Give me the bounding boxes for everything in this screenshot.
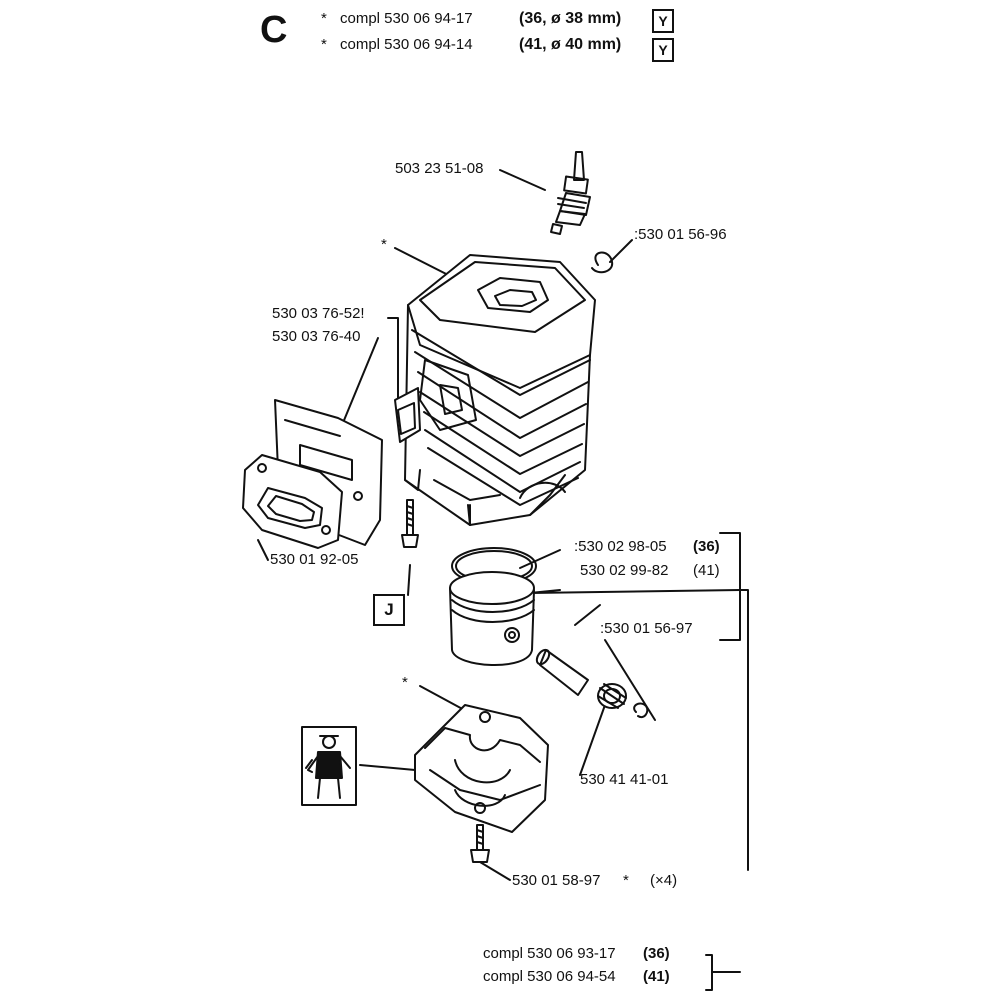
cylinder-drawing: [405, 255, 595, 525]
label-cylinder-marker: *: [381, 236, 387, 253]
circlip-drawing: [634, 704, 647, 718]
piston-drawing: [450, 572, 534, 665]
label-circlip: :530 01 56-97: [600, 620, 693, 637]
label-ring-41: 530 02 99-82: [580, 562, 669, 579]
label-crankcase-marker: *: [402, 674, 408, 691]
clip-top-drawing: [592, 253, 612, 273]
header-kit-1-badge: Y: [652, 9, 674, 33]
header-kit-2-spec: (41, ø 40 mm): [519, 36, 622, 53]
label-gasket-a: 530 03 76-52!: [272, 305, 365, 322]
label-spark-plug: 503 23 51-08: [395, 160, 484, 177]
footer-kit-2-size: (41): [643, 968, 670, 985]
footer-kit-2-number: compl 530 06 94-54: [483, 968, 616, 985]
label-bearing: 530 41 41-01: [580, 771, 669, 788]
label-muffler-gasket: 530 01 92-05: [270, 551, 359, 568]
label-ring-41-size: (41): [693, 562, 720, 579]
mechanic-symbol: [302, 727, 356, 805]
crankcase-drawing: [415, 705, 548, 832]
label-ring-36: :530 02 98-05: [574, 538, 667, 555]
label-clip-top: :530 01 56-96: [634, 226, 727, 243]
piston-pin-drawing: [534, 648, 588, 695]
footer-kit-1-size: (36): [643, 945, 670, 962]
header-kit-2-number: compl 530 06 94-14: [340, 36, 473, 53]
label-screw: 530 01 58-97: [512, 872, 601, 889]
header-kit-1-spec: (36, ø 38 mm): [519, 10, 622, 27]
j-reference-box: J: [373, 594, 405, 626]
header-kit-1-number: compl 530 06 94-17: [340, 10, 473, 27]
header-kit-2-badge: Y: [652, 38, 674, 62]
label-screw-qty: (×4): [650, 872, 678, 889]
crankcase-screw-drawing: [471, 825, 489, 862]
label-gasket-b: 530 03 76-40: [272, 328, 361, 345]
muffler-gasket-drawing: [243, 455, 342, 548]
spark-plug-drawing: [551, 152, 590, 234]
cylinder-screw-drawing: [402, 500, 418, 547]
leader-lines: [258, 170, 748, 990]
header-kit-2-prefix: *: [321, 36, 327, 53]
needle-bearing-drawing: [598, 684, 626, 708]
header-kit-1-prefix: *: [321, 10, 327, 27]
label-screw-marker: *: [623, 872, 629, 889]
section-letter: C: [260, 9, 288, 51]
footer-kit-1-number: compl 530 06 93-17: [483, 945, 616, 962]
intake-boot-drawing: [395, 388, 420, 442]
label-ring-36-size: (36): [693, 538, 720, 555]
